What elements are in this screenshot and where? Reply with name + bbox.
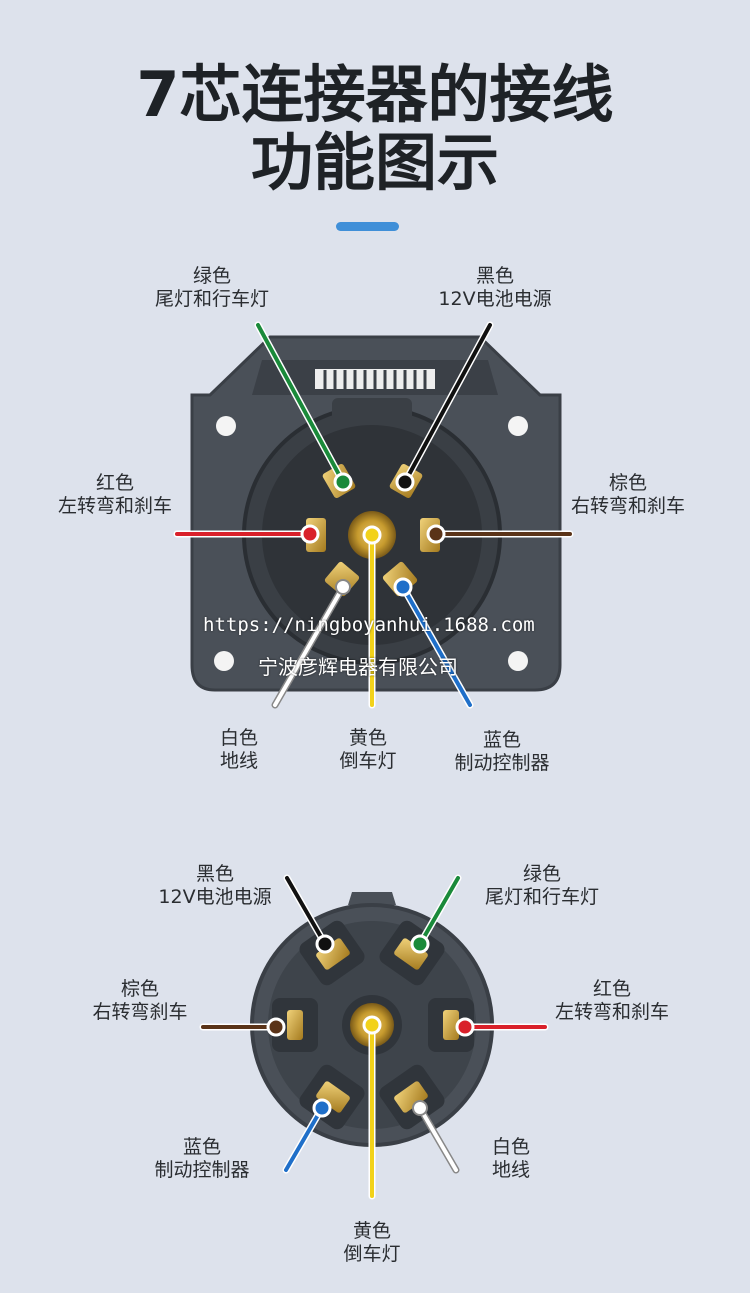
bottom-label-green: 绿色 尾灯和行车灯 (467, 863, 617, 909)
accent-divider (336, 222, 399, 231)
label-color: 蓝色 (482, 729, 521, 751)
mount-hole (216, 416, 236, 436)
watermark-url: https://ningboyanhui.1688.com (203, 614, 535, 636)
plug-connector-bottom (199, 874, 549, 1200)
watermark-company: 宁波彦辉电器有限公司 (258, 655, 458, 679)
label-color: 棕色 (608, 472, 647, 494)
label-color: 黑色 (195, 863, 234, 885)
label-function: 尾灯和行车灯 (484, 886, 599, 908)
label-color: 红色 (95, 472, 134, 494)
label-color: 黄色 (348, 727, 387, 749)
label-function: 12V电池电源 (438, 288, 552, 310)
bottom-label-black: 黑色 12V电池电源 (140, 863, 290, 909)
top-label-black: 黑色 12V电池电源 (415, 265, 575, 311)
label-color: 白色 (219, 727, 258, 749)
label-function: 右转弯和刹车 (570, 495, 685, 517)
label-function: 地线 (491, 1159, 530, 1181)
wire-black (403, 323, 492, 484)
bottom-label-yellow: 黄色 倒车灯 (322, 1220, 422, 1266)
label-function: 右转弯刹车 (92, 1001, 188, 1023)
top-label-white: 白色 地线 (189, 727, 289, 773)
bottom-label-white: 白色 地线 (471, 1136, 551, 1182)
mount-hole (508, 416, 528, 436)
label-color: 绿色 (192, 265, 231, 287)
label-function: 倒车灯 (343, 1243, 401, 1265)
page-title-line1: 7芯连接器的接线 (136, 58, 614, 131)
bottom-label-brown: 棕色 右转弯刹车 (75, 978, 205, 1024)
wire-blue (401, 585, 472, 707)
label-color: 绿色 (522, 863, 561, 885)
mount-hole (214, 651, 234, 671)
label-color: 蓝色 (182, 1136, 221, 1158)
label-function: 地线 (219, 750, 258, 772)
top-label-blue: 蓝色 制动控制器 (432, 729, 572, 775)
bottom-label-red: 红色 左转弯和刹车 (537, 978, 687, 1024)
mount-hole (508, 651, 528, 671)
top-label-yellow: 黄色 倒车灯 (318, 727, 418, 773)
top-label-brown: 棕色 右转弯和刹车 (553, 472, 703, 518)
label-function: 制动控制器 (454, 752, 550, 774)
top-label-green: 绿色 尾灯和行车灯 (132, 265, 292, 311)
page-title-line2: 功能图示 (250, 126, 499, 199)
label-function: 12V电池电源 (158, 886, 272, 908)
label-color: 红色 (592, 978, 631, 1000)
wire-green (256, 323, 345, 484)
bottom-label-blue: 蓝色 制动控制器 (137, 1136, 267, 1182)
label-function: 左转弯和刹车 (57, 495, 172, 517)
label-color: 黑色 (475, 265, 514, 287)
label-function: 左转弯和刹车 (554, 1001, 669, 1023)
label-function: 制动控制器 (154, 1159, 250, 1181)
label-color: 棕色 (120, 978, 159, 1000)
label-color: 黄色 (352, 1220, 391, 1242)
socket-connector-top (173, 321, 574, 709)
label-function: 尾灯和行车灯 (154, 288, 269, 310)
label-function: 倒车灯 (339, 750, 397, 772)
top-label-red: 红色 左转弯和刹车 (40, 472, 190, 518)
wire-white (273, 585, 345, 707)
label-color: 白色 (491, 1136, 530, 1158)
